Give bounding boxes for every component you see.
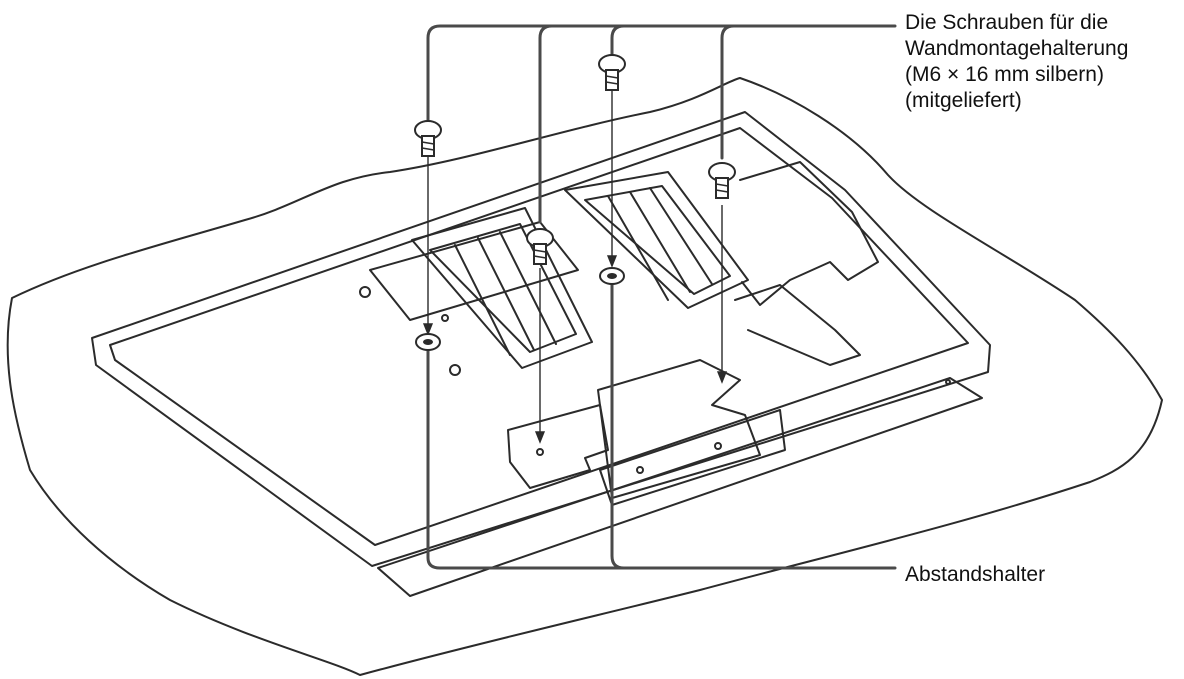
- spacers-label: Abstandshalter: [905, 563, 1046, 586]
- spacer-leader-main: [426, 348, 897, 570]
- back-recessed-area: [369, 221, 579, 321]
- screw-icon: [414, 120, 442, 157]
- tv-stand-neck: [599, 409, 786, 506]
- center-mount-plate: [597, 359, 761, 499]
- spacer-leader-2: [610, 280, 626, 570]
- screw-icon: [526, 228, 554, 265]
- screws-label-line4: (mitgeliefert): [905, 89, 1022, 112]
- screw-icon: [598, 54, 626, 91]
- left-bracket-inner: [429, 223, 577, 353]
- tv-back-step: [739, 161, 879, 306]
- spacer-icon: [599, 267, 625, 285]
- screws-label-line1: Die Schrauben für die: [905, 11, 1109, 34]
- right-bracket: [564, 171, 749, 309]
- screw-icon: [708, 162, 736, 199]
- screws-callout-label: Die Schrauben für die Wandmontagehalteru…: [905, 10, 1128, 114]
- tv-stand-base: [377, 377, 983, 597]
- tv-panel: [91, 111, 991, 567]
- right-bracket-inner: [584, 185, 731, 295]
- tv-back-recess: [734, 284, 861, 366]
- lower-mount-plate: [507, 404, 609, 489]
- screw-leader-main: [426, 24, 897, 122]
- spacers-callout-label: Abstandshalter: [905, 562, 1045, 588]
- screw-leader-4: [720, 24, 736, 160]
- screw-leader-3: [610, 24, 626, 58]
- protective-cloth: [6, 77, 1163, 676]
- tv-panel-inner-edge: [109, 127, 969, 546]
- screw-leader-2: [538, 24, 554, 224]
- screws-label-line2: Wandmontagehalterung: [905, 37, 1129, 60]
- spacer-icon: [415, 333, 441, 351]
- left-bracket: [411, 207, 593, 369]
- screws-label-line3: (M6 × 16 mm silbern): [905, 63, 1104, 86]
